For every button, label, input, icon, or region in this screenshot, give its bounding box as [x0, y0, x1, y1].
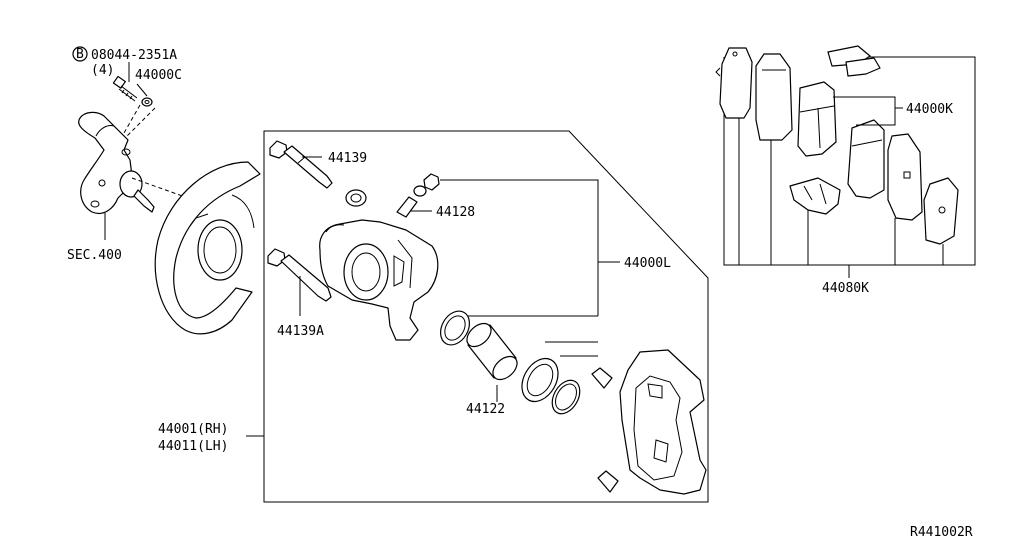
piston — [466, 322, 518, 381]
label-bolt-qty: (4) — [91, 63, 114, 78]
caliper-body — [319, 189, 439, 341]
label-pad-hardware: 44080K — [822, 281, 869, 296]
guide-pin-lower — [267, 248, 332, 302]
clip-set-top — [827, 45, 881, 77]
pin-boot-lower — [597, 470, 619, 493]
label-caliper-rh: 44001(RH) — [158, 422, 228, 437]
bleeder-screw — [396, 173, 440, 218]
label-reference-code: R441002R — [910, 525, 973, 540]
label-washer: 44000C — [135, 68, 182, 83]
label-bleeder: 44128 — [436, 205, 475, 220]
caliper-bracket — [619, 349, 707, 495]
pin-boot-upper — [591, 367, 613, 389]
label-bolt-code: 08044-2351A — [91, 48, 177, 63]
washer-part — [141, 97, 153, 107]
bolt-part — [112, 75, 138, 102]
anti-rattle-clip — [789, 177, 841, 215]
steering-knuckle — [78, 111, 155, 214]
label-piston-seal: 44122 — [466, 402, 505, 417]
seal-ring-outer — [551, 379, 581, 415]
caliper-assembly-frame — [263, 130, 709, 503]
brake-pad-1 — [797, 81, 837, 157]
shim-2 — [923, 177, 959, 245]
shim-1 — [715, 47, 753, 119]
label-pad-kit: 44000K — [906, 102, 953, 117]
dust-boot — [521, 357, 559, 403]
label-knuckle: SEC.400 — [67, 248, 122, 263]
circle-b-letter: B — [76, 47, 84, 62]
brake-pad-2 — [847, 119, 885, 199]
circle-b-symbol — [72, 46, 88, 62]
pad-backing-2 — [887, 133, 923, 221]
piston-seal-ring — [439, 310, 471, 346]
label-pin-upper: 44139 — [328, 151, 367, 166]
dust-shield — [154, 161, 261, 335]
label-caliper-lh: 44011(LH) — [158, 439, 228, 454]
guide-pin-upper — [269, 140, 333, 189]
label-pin-lower: 44139A — [277, 324, 324, 339]
pad-backing-1 — [755, 53, 793, 141]
label-caliper-kit: 44000L — [624, 256, 671, 271]
